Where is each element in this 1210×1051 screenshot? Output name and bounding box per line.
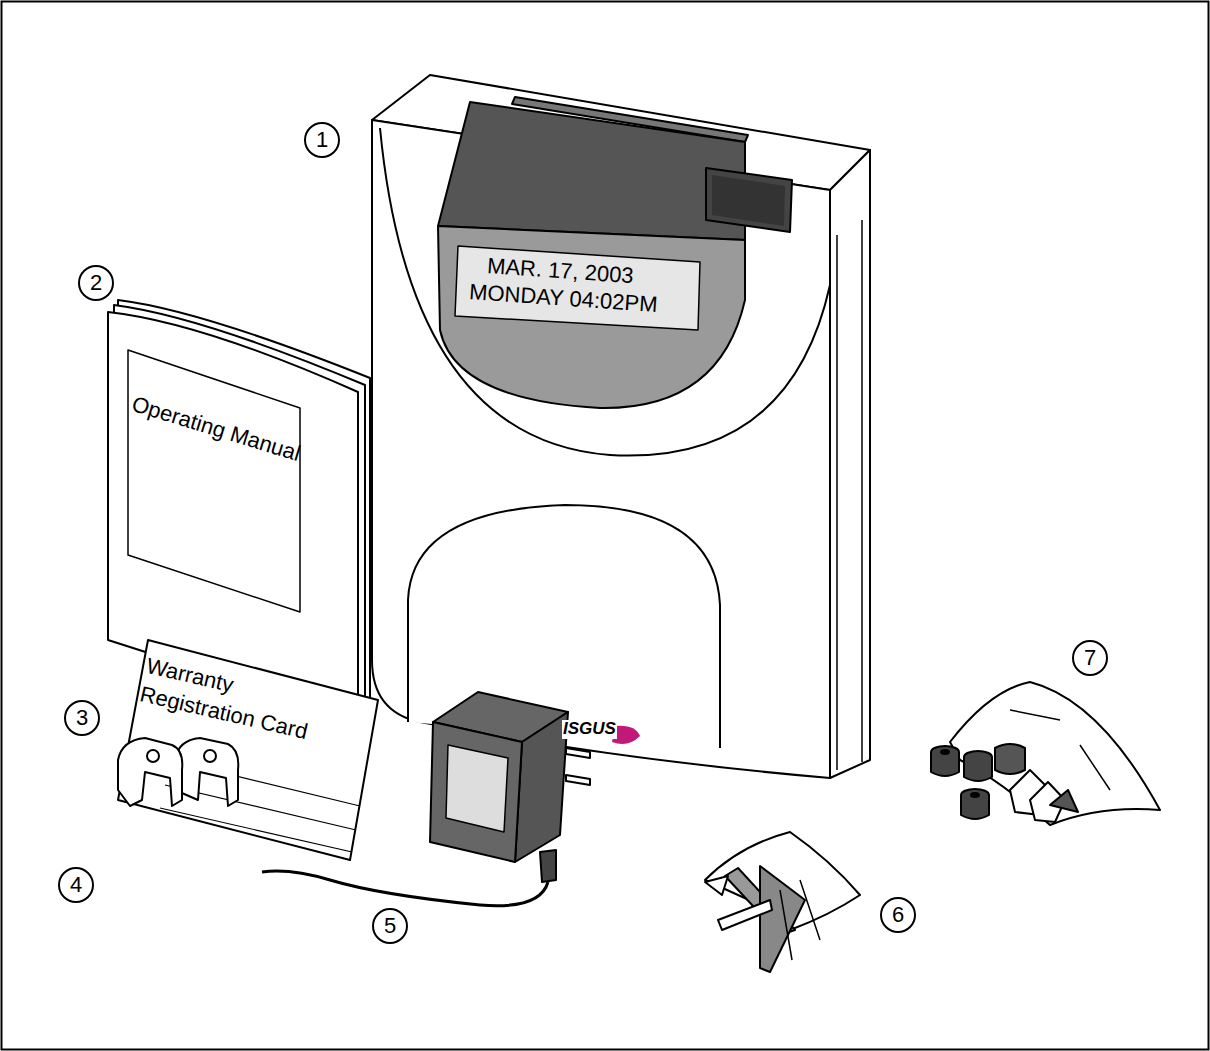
brand-logo: ISGUS [562,720,617,739]
callout-number: 7 [1072,640,1108,676]
callout-number: 3 [64,700,100,736]
callout-number: 5 [372,908,408,944]
callout-number: 1 [304,122,340,158]
callout-number: 4 [58,867,94,903]
callout-number: 2 [78,265,114,301]
callout-number: 6 [880,897,916,933]
